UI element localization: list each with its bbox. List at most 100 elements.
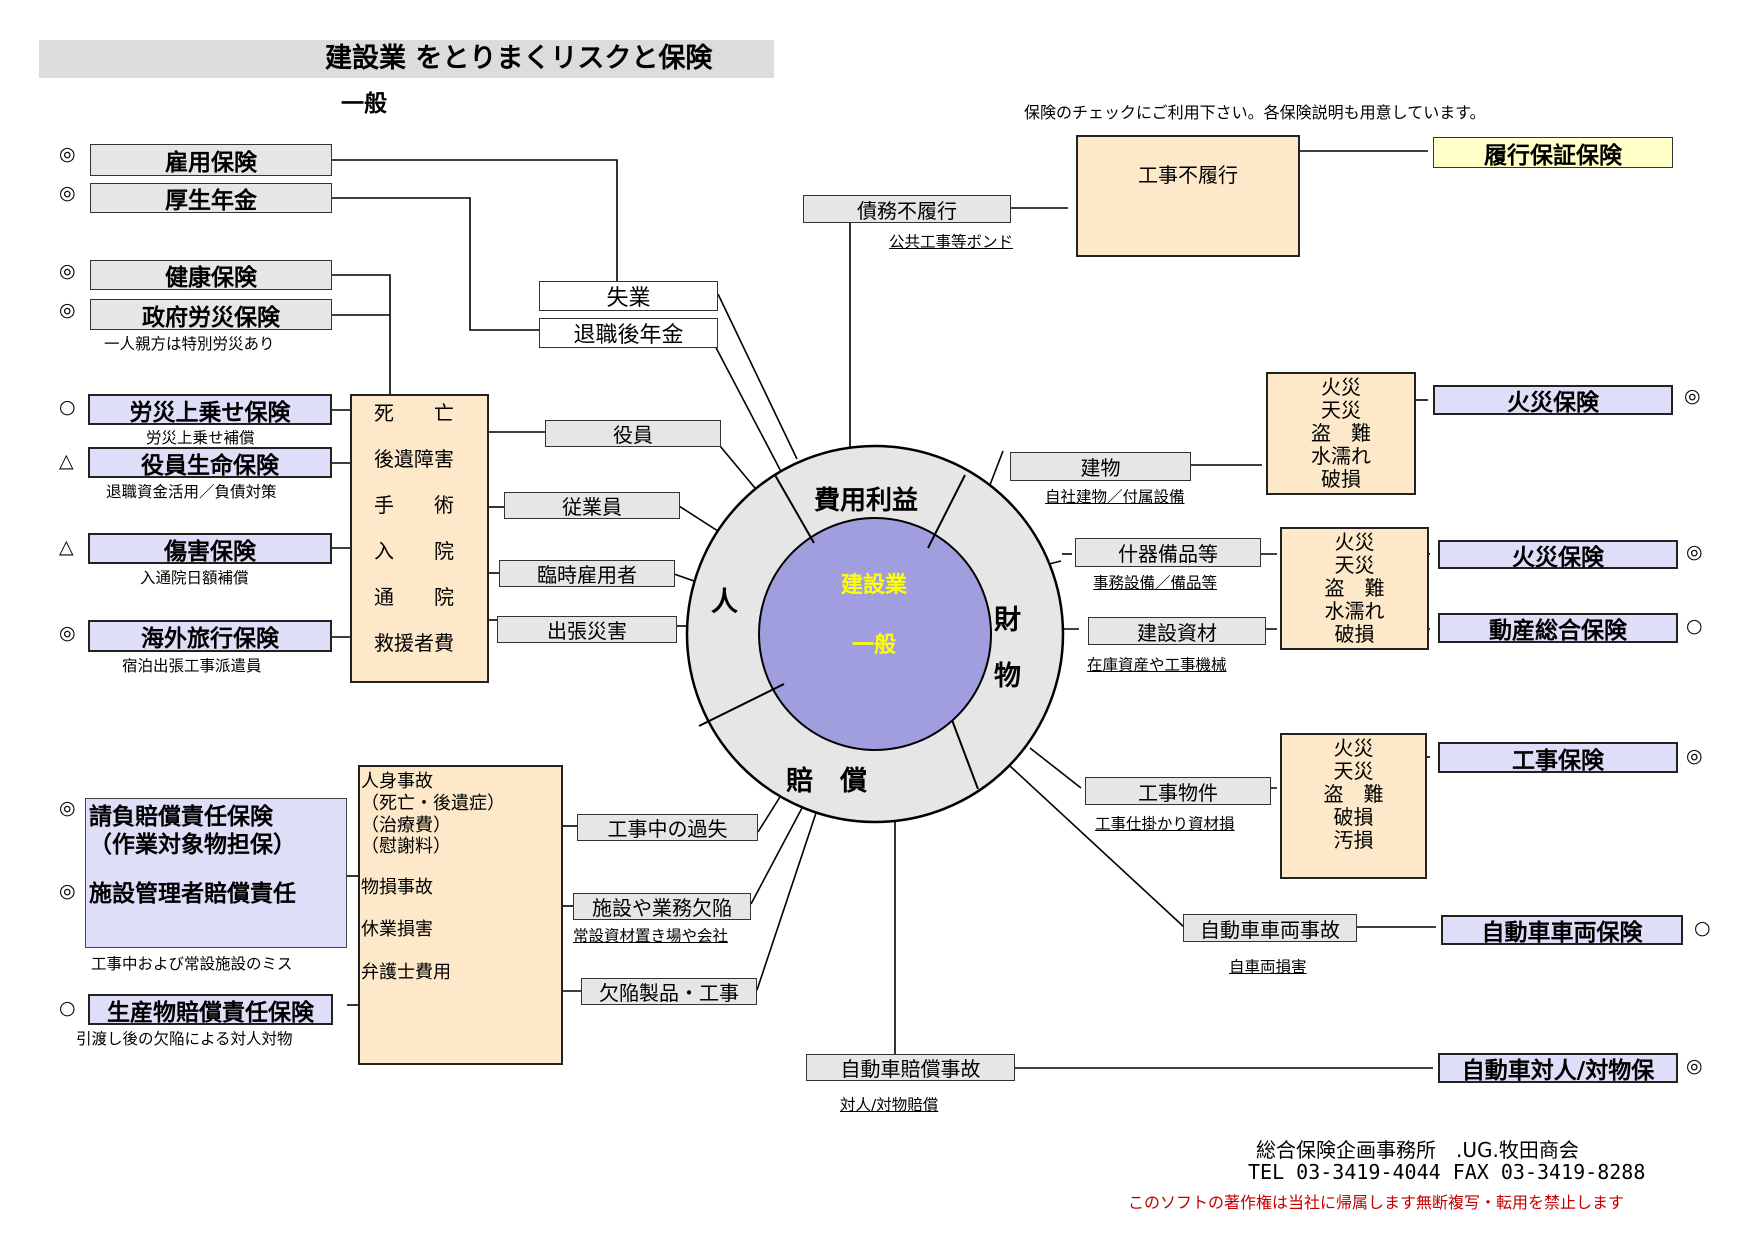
- sector-cost: 費用利益: [814, 486, 919, 516]
- peril-1-5: 破損: [1321, 467, 1361, 491]
- damage-6: 休業損害: [361, 919, 433, 940]
- kosei-nenkin[interactable]: 厚生年金: [90, 183, 332, 214]
- risk-koji-bukken[interactable]: 工事物件: [1085, 777, 1271, 805]
- mark-kenko[interactable]: ◎: [59, 260, 76, 282]
- dosan-sogo-insurance[interactable]: 動産総合保険: [1438, 613, 1678, 644]
- shisetsu-note: 工事中および常設施設のミス: [91, 955, 293, 973]
- benefit-4: 入 院: [374, 539, 454, 563]
- page-title: 建設業 をとりまくリスクと保険: [325, 43, 713, 74]
- benefit-1: 死 亡: [374, 401, 454, 425]
- page-subtitle: 一般: [341, 91, 387, 117]
- shisetsu-kekkan-note: 常設資材置き場や会社: [573, 927, 729, 945]
- footer-company: 総合保険企画事務所 .UG.牧田商会: [1256, 1138, 1579, 1162]
- risk-shutcho[interactable]: 出張災害: [497, 616, 677, 643]
- liability-insurance-box: [85, 798, 347, 948]
- mark-kasai1[interactable]: ◎: [1684, 385, 1701, 407]
- benefit-2: 後遺障害: [374, 447, 454, 471]
- damage-1: 人身事故: [361, 771, 433, 792]
- mark-koji[interactable]: ◎: [1686, 745, 1703, 767]
- peril-3-5: 汚損: [1333, 828, 1374, 852]
- yakuin-note: 退職資金活用／負債対策: [106, 483, 277, 501]
- seifu-rosai-insurance[interactable]: 政府労災保険: [90, 299, 332, 331]
- risk-shitsugyo[interactable]: 失業: [539, 281, 718, 311]
- mark-kosei[interactable]: ◎: [59, 182, 76, 204]
- rikou-hosho-insurance[interactable]: 履行保証保険: [1433, 137, 1673, 169]
- mark-uwanose[interactable]: ○: [59, 396, 76, 418]
- risk-koji-kashitsu[interactable]: 工事中の過失: [577, 814, 758, 841]
- mark-koyo[interactable]: ◎: [59, 143, 76, 165]
- seisanbutsu-insurance[interactable]: 生産物賠償責任保険: [88, 994, 333, 1026]
- risk-saimu-furikou[interactable]: 債務不履行: [803, 195, 1011, 223]
- shisetsu-insurance[interactable]: 施設管理者賠償責任: [89, 881, 296, 907]
- mark-seisan[interactable]: ○: [59, 997, 76, 1019]
- risk-shisetsu-kekkan[interactable]: 施設や業務欠陥: [573, 893, 751, 920]
- mark-yakuin[interactable]: △: [59, 450, 74, 472]
- risk-jidosha-sharyo[interactable]: 自動車車両事故: [1183, 914, 1357, 942]
- rosai-uwanose-insurance[interactable]: 労災上乗せ保険: [88, 394, 332, 426]
- kasai-insurance-2[interactable]: 火災保険: [1438, 540, 1678, 571]
- koji-furikou-box: 工事不履行: [1076, 135, 1300, 257]
- risk-rinji[interactable]: 臨時雇用者: [499, 560, 675, 587]
- perils-box-2: 火災 天災 盗 難 水濡れ 破損: [1280, 527, 1429, 650]
- koji-insurance[interactable]: 工事保険: [1438, 742, 1678, 774]
- mark-ukeoi[interactable]: ◎: [59, 797, 76, 819]
- peril-1-1: 火災: [1321, 375, 1361, 399]
- tatemono-note: 自社建物／付属設備: [1045, 488, 1185, 506]
- peril-2-4: 水濡れ: [1324, 599, 1385, 623]
- kaigai-travel-insurance[interactable]: 海外旅行保険: [88, 620, 332, 652]
- risk-tatemono[interactable]: 建物: [1010, 452, 1191, 481]
- kenko-insurance[interactable]: 健康保険: [90, 260, 332, 291]
- benefit-5: 通 院: [374, 585, 454, 609]
- peril-1-2: 天災: [1321, 398, 1361, 422]
- yakuin-life-insurance[interactable]: 役員生命保険: [88, 447, 332, 479]
- risk-kekkan-seihin[interactable]: 欠陥製品・工事: [581, 978, 757, 1005]
- mark-kaigai[interactable]: ◎: [59, 622, 76, 644]
- footer-copyright: このソフトの著作権は当社に帰属します無断複写・転用を禁止します: [1128, 1193, 1625, 1212]
- center-label-1: 建設業: [840, 573, 907, 598]
- peril-3-2: 天災: [1333, 759, 1374, 783]
- damage-7: 弁護士費用: [361, 962, 451, 983]
- mark-rosai[interactable]: ◎: [59, 299, 76, 321]
- koji-bukken-note: 工事仕掛かり資材損: [1095, 815, 1235, 833]
- sector-property-1: 財: [994, 605, 1021, 636]
- mark-taijin[interactable]: ◎: [1686, 1055, 1703, 1077]
- risk-juki-bihin[interactable]: 什器備品等: [1075, 538, 1261, 567]
- shogai-insurance[interactable]: 傷害保険: [88, 533, 332, 565]
- mark-dosan[interactable]: ○: [1686, 615, 1703, 637]
- peril-2-3: 盗 難: [1324, 576, 1385, 600]
- benefit-6: 救援者費: [374, 631, 454, 655]
- peril-3-4: 破損: [1333, 805, 1374, 829]
- risk-taishoku-nenkin[interactable]: 退職後年金: [539, 318, 718, 348]
- title-bar: [39, 40, 774, 78]
- uwanose-note: 労災上乗せ補償: [146, 429, 255, 447]
- koyo-insurance[interactable]: 雇用保険: [90, 144, 332, 176]
- mark-sharyo[interactable]: ○: [1694, 917, 1711, 939]
- mark-shisetsu[interactable]: ◎: [59, 880, 76, 902]
- risk-jugyoin[interactable]: 従業員: [504, 492, 680, 519]
- risk-yakuin[interactable]: 役員: [545, 420, 721, 447]
- peril-2-5: 破損: [1334, 622, 1375, 646]
- sector-person: 人: [711, 587, 738, 618]
- ukeoi-insurance[interactable]: 請負賠償責任保険: [89, 804, 273, 830]
- peril-1-4: 水濡れ: [1311, 444, 1371, 468]
- risk-jidosha-baisho[interactable]: 自動車賠償事故: [806, 1054, 1015, 1081]
- top-note: 保険のチェックにご利用下さい。各保険説明も用意しています。: [1024, 103, 1486, 122]
- jidosha-baisho-note: 対人/対物賠償: [840, 1096, 939, 1114]
- mark-shogai[interactable]: △: [59, 536, 74, 558]
- sector-liability: 賠 償: [786, 766, 867, 797]
- risk-wheel: [685, 444, 1065, 824]
- mark-kasai2[interactable]: ◎: [1686, 541, 1703, 563]
- kaigai-note: 宿泊出張工事派遣員: [122, 657, 262, 675]
- juki-note: 事務設備／備品等: [1093, 574, 1218, 592]
- risk-kensetsu-shizai[interactable]: 建設資材: [1088, 617, 1266, 645]
- jidosha-sharyo-insurance[interactable]: 自動車車両保険: [1441, 915, 1683, 946]
- footer-tel: TEL 03-3419-4044 FAX 03-3419-8288: [1248, 1160, 1646, 1184]
- sector-property-2: 物: [994, 661, 1021, 692]
- shogai-note: 入通院日額補償: [140, 569, 249, 587]
- jidosha-taijin-insurance[interactable]: 自動車対人/対物保: [1438, 1053, 1678, 1084]
- connector-lines: [330, 150, 1436, 1069]
- saimu-note: 公共工事等ボンド: [889, 233, 1014, 251]
- peril-1-3: 盗 難: [1311, 421, 1371, 445]
- kasai-insurance-1[interactable]: 火災保険: [1433, 385, 1673, 416]
